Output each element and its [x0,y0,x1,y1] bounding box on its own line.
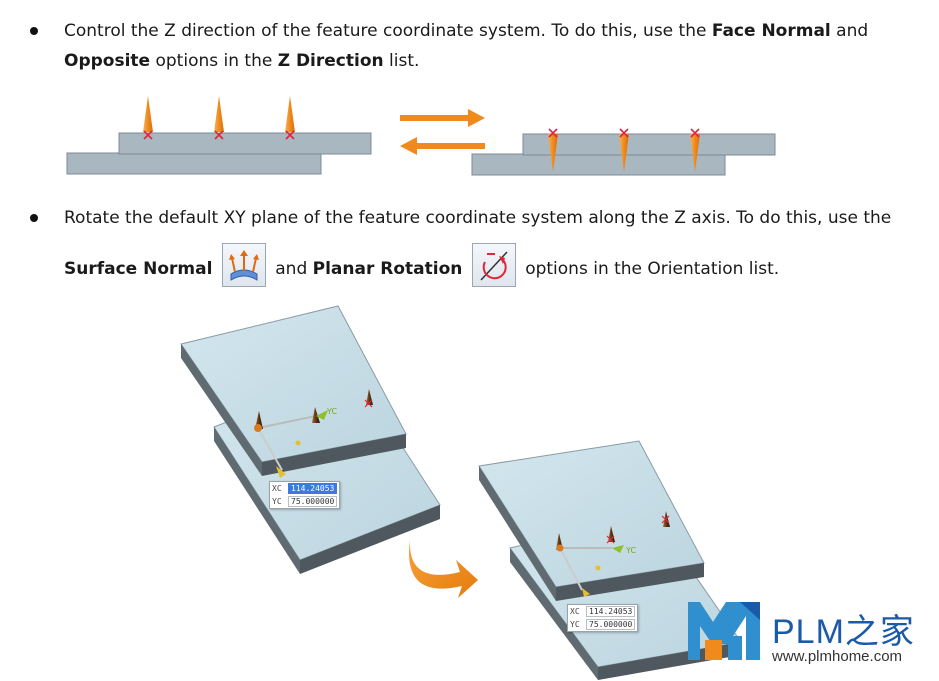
text-span: options in the Orientation list. [519,259,780,279]
right-coordinate-system: YC [556,511,670,597]
text-span: and [269,259,313,279]
xc-label: XC [570,607,580,616]
point-markers-left [143,130,295,140]
coordinate-dialog-2: XC 114.24053 YC 75.000000 [567,604,639,632]
transition-arrow [409,540,478,598]
axis-label-yc-2: YC [625,546,636,555]
axis-label-yc: YC [326,407,337,416]
yc-label: YC [570,620,580,629]
text-span: list. [383,51,420,71]
text-span: Control the Z direction of the feature c… [64,21,712,41]
logo-name: PLM之家 [772,613,915,651]
xc-input[interactable]: 114.24053 [586,606,636,617]
yc-input[interactable]: 75.000000 [586,619,636,630]
normal-vectors-up [143,96,295,132]
toggle-arrows [400,109,485,155]
z-direction-term: Z Direction [277,51,384,71]
bullet-text-2: Rotate the default XY plane of the featu… [64,203,924,291]
xc-label: XC [272,484,282,493]
surface-normal-icon [221,243,266,287]
left-upper-plate [180,305,407,476]
normal-vectors-down [548,134,700,172]
right-upper-plate [478,440,705,601]
plm-logo-mark [688,602,760,660]
bullet-dot [30,27,38,35]
face-normal-term: Face Normal [711,21,831,41]
surface-normal-term: Surface Normal [64,259,213,279]
z-direction-diagram [66,96,776,176]
logo-url: www.plmhome.com [772,648,903,665]
left-coordinate-system: YC [254,389,373,478]
planar-rotation-term: Planar Rotation [312,259,463,279]
yc-input[interactable]: 75.000000 [288,496,338,507]
upper-plate-left [118,132,372,155]
text-span: options in the [150,51,278,71]
yc-label: YC [272,497,282,506]
bullet-dot [30,214,38,222]
point-markers-right [548,128,700,138]
bullet-text-1: Control the Z direction of the feature c… [64,16,924,76]
opposite-term: Opposite [64,51,151,71]
upper-plate-right [522,133,776,156]
text-span: and [830,21,869,41]
text-span: Rotate the default XY plane of the featu… [64,208,892,228]
xc-input[interactable]: 114.24053 [288,483,338,494]
coordinate-dialog-1: XC 114.24053 YC 75.000000 [269,481,341,509]
planar-rotation-icon [471,243,516,287]
